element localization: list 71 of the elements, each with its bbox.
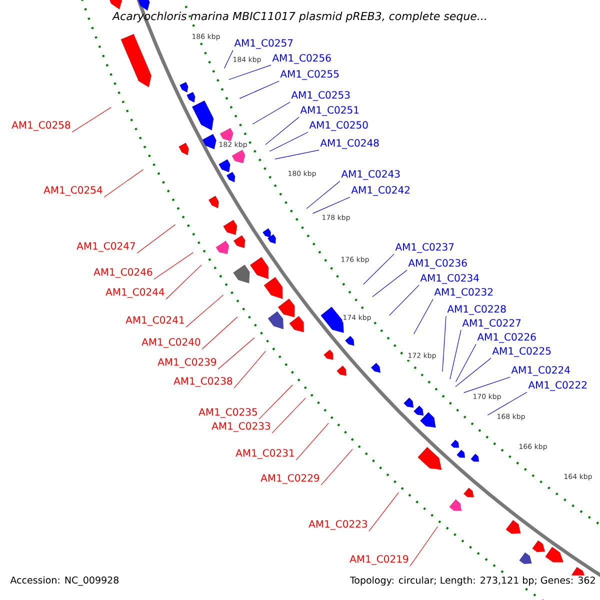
gene-label: AM1_C0222 bbox=[528, 381, 586, 391]
gene-label: AM1_C0244 bbox=[106, 288, 164, 298]
gene-label: AM1_C0226 bbox=[477, 333, 536, 343]
leader-line bbox=[464, 376, 510, 393]
leader-line bbox=[265, 116, 300, 145]
leader-line bbox=[442, 316, 446, 372]
leader-line bbox=[274, 150, 320, 160]
gene-label: AM1_C0232 bbox=[434, 288, 492, 298]
gene-label: AM1_C0224 bbox=[511, 366, 570, 376]
leader-line bbox=[455, 358, 492, 387]
leader-line bbox=[450, 330, 462, 380]
gene-label: AM1_C0246 bbox=[94, 268, 152, 278]
leader-line bbox=[154, 252, 194, 280]
leader-line bbox=[414, 298, 434, 334]
leader-line bbox=[456, 344, 476, 382]
gene-label: AM1_C0227 bbox=[462, 319, 521, 329]
leader-line bbox=[224, 50, 234, 69]
gene-label: AM1_C0242 bbox=[351, 186, 410, 196]
gene-label: AM1_C0229 bbox=[260, 474, 320, 484]
gene-label: AM1_C0237 bbox=[395, 243, 454, 253]
leader-line bbox=[72, 107, 112, 132]
gene-label: AM1_C0238 bbox=[174, 377, 232, 387]
gene-label: AM1_C0247 bbox=[76, 242, 135, 252]
gene-label: AM1_C0250 bbox=[309, 121, 368, 131]
leader-line bbox=[269, 132, 308, 152]
gene-label: AM1_C0219 bbox=[350, 555, 408, 565]
gene-label: AM1_C0241 bbox=[126, 316, 184, 326]
gene-label: AM1_C0258 bbox=[12, 121, 70, 131]
gene-label: AM1_C0243 bbox=[341, 170, 400, 180]
leader-line bbox=[234, 350, 266, 388]
gene-label: AM1_C0231 bbox=[236, 449, 294, 459]
leader-line bbox=[104, 169, 144, 198]
leader-line bbox=[320, 448, 353, 486]
gene-label: AM1_C0239 bbox=[158, 358, 216, 368]
leader-line bbox=[312, 196, 350, 214]
leader-line bbox=[136, 224, 176, 254]
leader-line bbox=[389, 284, 420, 316]
leader-line bbox=[306, 180, 340, 209]
gene-label: AM1_C0228 bbox=[447, 305, 506, 315]
leader-line bbox=[218, 337, 255, 370]
leader-line bbox=[368, 492, 399, 532]
gene-label: AM1_C0240 bbox=[142, 338, 200, 348]
leader-line bbox=[228, 64, 272, 80]
gene-label: AM1_C0233 bbox=[212, 422, 270, 432]
leader-line bbox=[202, 316, 238, 350]
gene-label: AM1_C0253 bbox=[291, 91, 350, 101]
gene-label: AM1_C0254 bbox=[44, 186, 102, 196]
gene-label: AM1_C0236 bbox=[408, 259, 467, 269]
leader-line bbox=[258, 384, 293, 420]
leader-line bbox=[252, 102, 290, 124]
gene-label: AM1_C0257 bbox=[234, 39, 293, 49]
leader-line bbox=[296, 422, 329, 460]
gene-label: AM1_C0223 bbox=[308, 520, 367, 530]
gene-label: AM1_C0256 bbox=[272, 54, 331, 64]
accession-text: Accession: NC_009928 bbox=[9, 575, 120, 587]
leader-line bbox=[363, 254, 394, 285]
gene-label: AM1_C0225 bbox=[492, 347, 551, 357]
gene-label: AM1_C0248 bbox=[320, 139, 379, 149]
leader-line bbox=[372, 270, 408, 298]
leader-line bbox=[166, 264, 202, 300]
leader-line bbox=[239, 80, 280, 99]
gene-label: AM1_C0255 bbox=[280, 70, 339, 80]
leader-line bbox=[186, 294, 224, 328]
summary-text: Topology: circular; Length: 273,121 bp; Genes: 362 bbox=[348, 575, 597, 587]
leader-line bbox=[410, 526, 438, 566]
gene-label: AM1_C0234 bbox=[420, 274, 479, 284]
gene-label: AM1_C0235 bbox=[198, 408, 257, 418]
leader-line bbox=[487, 392, 528, 416]
leader-line bbox=[272, 398, 306, 434]
gene-label: AM1_C0251 bbox=[300, 106, 359, 116]
title: Acaryochloris marina MBIC11017 plasmid pREB3, complete seque... bbox=[112, 12, 486, 22]
